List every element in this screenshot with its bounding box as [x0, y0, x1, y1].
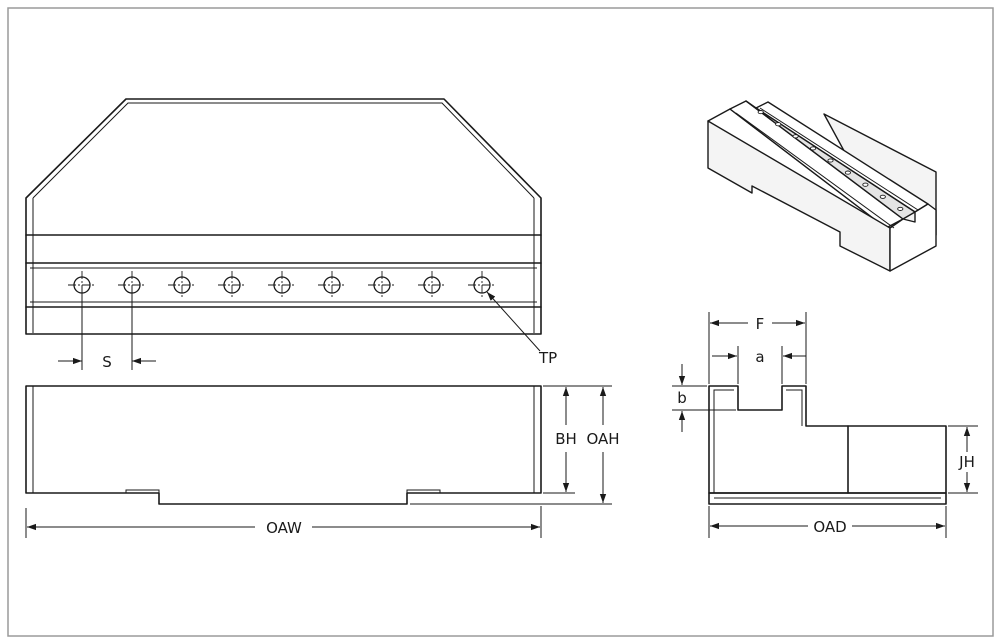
tapped-hole	[268, 271, 296, 299]
tapped-holes	[68, 271, 496, 299]
tp-leader	[486, 291, 541, 352]
tapped-hole	[218, 271, 246, 299]
a-label: a	[755, 348, 764, 366]
oaw-label: OAW	[266, 519, 302, 537]
drawing-border	[7, 7, 994, 637]
tapped-hole	[368, 271, 396, 299]
jh-label: JH	[958, 453, 975, 471]
front-view	[25, 385, 542, 505]
jh-dimension: JH	[948, 425, 978, 494]
tapped-hole	[418, 271, 446, 299]
tp-callout: TP	[486, 291, 557, 367]
tapped-hole	[318, 271, 346, 299]
b-label: b	[677, 389, 687, 407]
front-view-inner-edges	[32, 386, 535, 493]
side-view-base	[708, 492, 947, 505]
height-dimensions: BH OAH	[410, 385, 620, 505]
side-view-profile	[708, 385, 947, 494]
front-view-reliefs	[125, 489, 441, 493]
b-dimension: b	[672, 364, 736, 432]
top-view-inner-edges	[32, 198, 535, 333]
top-view-outline	[25, 98, 542, 335]
iso-edge-lines	[735, 107, 919, 229]
s-label: S	[102, 353, 112, 371]
iso-hole	[775, 122, 782, 127]
iso-hole	[879, 194, 886, 199]
bh-label: BH	[555, 430, 577, 448]
side-view	[708, 385, 947, 505]
tapped-hole	[468, 271, 496, 299]
f-label: F	[756, 315, 765, 333]
tp-label: TP	[538, 349, 557, 367]
iso-hole	[810, 146, 817, 151]
oaw-dimension: OAW	[25, 506, 542, 538]
side-view-inner-edges	[713, 389, 803, 493]
iso-holes	[757, 110, 904, 211]
a-dimension: a	[712, 346, 806, 384]
iso-end-face	[889, 203, 937, 272]
iso-hole	[827, 158, 834, 163]
iso-hole	[844, 170, 851, 175]
oad-label: OAD	[813, 518, 846, 536]
s-dimension: S	[58, 286, 156, 371]
top-view	[25, 98, 542, 335]
iso-hole	[897, 206, 904, 211]
isometric-view	[707, 100, 937, 272]
iso-hole	[757, 110, 764, 115]
front-view-outline	[25, 385, 542, 505]
iso-hole	[792, 134, 799, 139]
oah-label: OAH	[586, 430, 619, 448]
iso-hole	[862, 182, 869, 187]
f-dimension: F	[708, 312, 807, 384]
oad-dimension: OAD	[708, 506, 947, 538]
top-view-chamfer	[32, 102, 535, 199]
tapped-hole	[168, 271, 196, 299]
